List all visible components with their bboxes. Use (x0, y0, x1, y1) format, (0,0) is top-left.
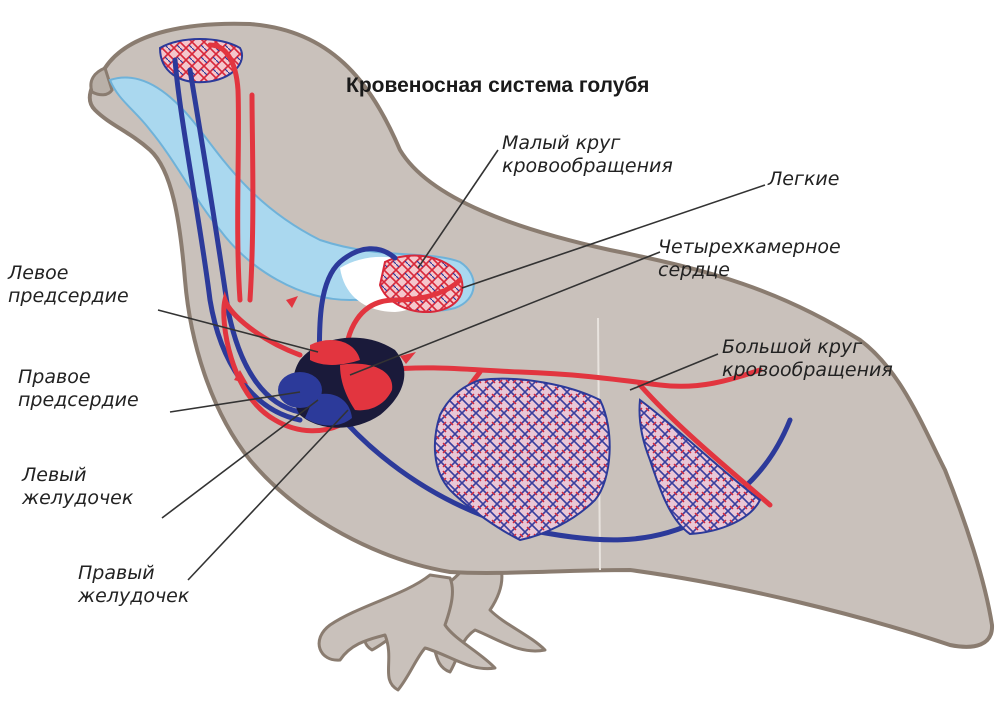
label-right-ventricle: Правый желудочек (78, 562, 189, 608)
page-title: Кровеносная система голубя (346, 74, 649, 98)
label-big-circle: Большой круг кровообращения (722, 336, 893, 382)
label-lungs: Легкие (768, 168, 839, 191)
label-heart: Четырехкамерное сердце (658, 236, 841, 282)
label-left-ventricle: Левый желудочек (22, 464, 133, 510)
label-right-atrium: Правое предсердие (18, 366, 139, 412)
label-small-circle: Малый круг кровообращения (502, 132, 673, 178)
feet (319, 560, 545, 690)
label-left-atrium: Левое предсердие (8, 262, 129, 308)
